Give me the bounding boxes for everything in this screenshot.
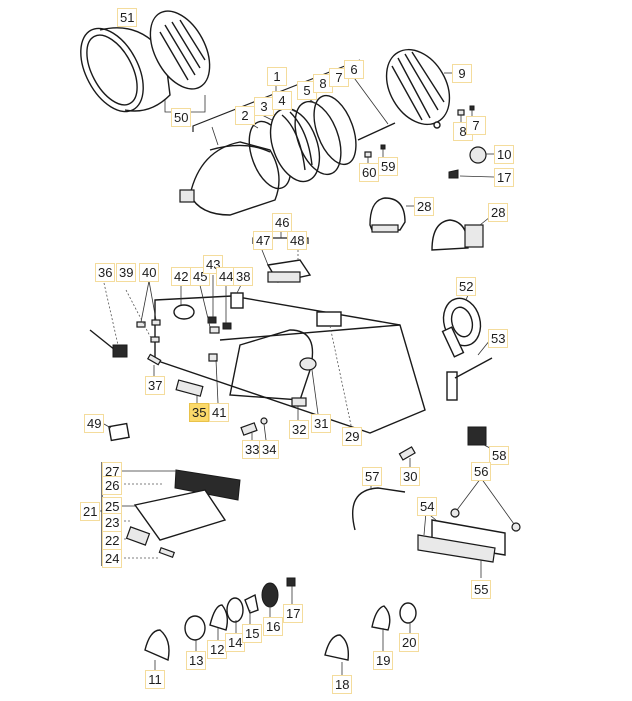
callout-28-right[interactable]: 28 xyxy=(488,203,509,222)
callout-30[interactable]: 30 xyxy=(400,467,421,486)
callout-38[interactable]: 38 xyxy=(233,267,254,286)
callout-20[interactable]: 20 xyxy=(399,633,420,652)
headlamp-reflector xyxy=(179,141,280,216)
callout-4[interactable]: 4 xyxy=(272,91,292,110)
callout-47[interactable]: 47 xyxy=(253,231,274,250)
callout-35-selected[interactable]: 35 xyxy=(189,403,210,422)
headlight-housing-51 xyxy=(80,10,211,113)
callout-31[interactable]: 31 xyxy=(311,414,332,433)
callout-51[interactable]: 51 xyxy=(117,8,138,27)
callout-2[interactable]: 2 xyxy=(235,106,255,125)
callout-40[interactable]: 40 xyxy=(139,263,160,282)
callout-56[interactable]: 56 xyxy=(471,462,492,481)
callout-21[interactable]: 21 xyxy=(80,502,101,521)
callout-18[interactable]: 18 xyxy=(332,675,353,694)
callout-52[interactable]: 52 xyxy=(456,277,477,296)
callout-7-screw[interactable]: 7 xyxy=(466,116,486,135)
callout-46[interactable]: 46 xyxy=(272,213,293,232)
callout-22[interactable]: 22 xyxy=(102,531,123,550)
grille-9 xyxy=(385,48,451,129)
callout-32[interactable]: 32 xyxy=(289,420,310,439)
callout-19[interactable]: 19 xyxy=(373,651,394,670)
callout-14[interactable]: 14 xyxy=(225,633,246,652)
callout-36[interactable]: 36 xyxy=(95,263,116,282)
callout-42[interactable]: 42 xyxy=(171,267,192,286)
callout-12[interactable]: 12 xyxy=(207,640,228,659)
callout-50[interactable]: 50 xyxy=(171,108,192,127)
callout-29[interactable]: 29 xyxy=(342,427,363,446)
callout-9[interactable]: 9 xyxy=(452,64,472,83)
callout-16[interactable]: 16 xyxy=(263,617,284,636)
callout-23[interactable]: 23 xyxy=(102,513,123,532)
callout-48[interactable]: 48 xyxy=(287,231,308,250)
callout-37[interactable]: 37 xyxy=(145,376,166,395)
callout-15[interactable]: 15 xyxy=(242,624,263,643)
callout-17[interactable]: 17 xyxy=(494,168,515,187)
callout-24[interactable]: 24 xyxy=(102,549,123,568)
callout-1[interactable]: 1 xyxy=(267,67,287,86)
callout-39[interactable]: 39 xyxy=(116,263,137,282)
callout-28-left[interactable]: 28 xyxy=(414,197,435,216)
callout-10[interactable]: 10 xyxy=(494,145,515,164)
callout-60[interactable]: 60 xyxy=(359,163,380,182)
callout-11[interactable]: 11 xyxy=(145,670,165,689)
callout-58[interactable]: 58 xyxy=(489,446,510,465)
callout-53[interactable]: 53 xyxy=(488,329,509,348)
callout-13[interactable]: 13 xyxy=(186,651,207,670)
callout-57[interactable]: 57 xyxy=(362,467,383,486)
callout-54[interactable]: 54 xyxy=(417,497,438,516)
callout-59[interactable]: 59 xyxy=(378,157,399,176)
callout-49[interactable]: 49 xyxy=(84,414,105,433)
callout-17-rear[interactable]: 17 xyxy=(283,604,304,623)
callout-6[interactable]: 6 xyxy=(344,60,364,79)
callout-3[interactable]: 3 xyxy=(254,97,274,116)
callout-5[interactable]: 5 xyxy=(297,81,317,100)
callout-41[interactable]: 41 xyxy=(209,403,230,422)
callout-26[interactable]: 26 xyxy=(102,476,123,495)
callout-55[interactable]: 55 xyxy=(471,580,492,599)
callout-34[interactable]: 34 xyxy=(259,440,280,459)
